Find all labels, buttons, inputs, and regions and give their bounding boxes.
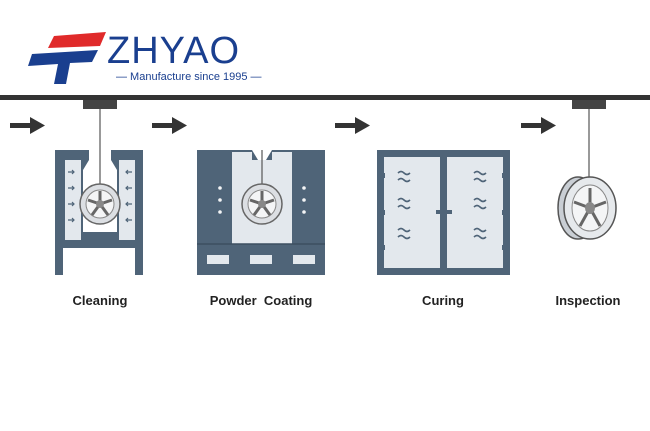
rail-hanger-1 — [83, 100, 117, 109]
arrow-icon — [521, 117, 556, 134]
brand-logo-icon — [28, 32, 106, 84]
stage-label-curing: Curing — [422, 293, 464, 308]
rail-hanger-2 — [572, 100, 606, 109]
wheel-icon — [241, 183, 283, 225]
wheel-icon — [557, 176, 617, 240]
arrow-icon — [10, 117, 45, 134]
stage-label-inspection: Inspection — [555, 293, 621, 308]
arrow-icon — [152, 117, 187, 134]
brand-name: ZHYAO — [107, 30, 241, 72]
arrow-icon — [335, 117, 370, 134]
conveyor-rail — [0, 95, 650, 100]
inspection-station — [557, 109, 617, 240]
stage-label-powder-coating: Powder Coating — [209, 293, 313, 308]
wheel-icon — [79, 183, 121, 225]
stage-label-cleaning: Cleaning — [72, 293, 128, 308]
curing-oven — [377, 150, 510, 275]
brand-tagline: — Manufacture since 1995 — — [116, 71, 262, 83]
cleaning-booth — [55, 109, 143, 275]
powder-coating-booth — [197, 150, 325, 275]
